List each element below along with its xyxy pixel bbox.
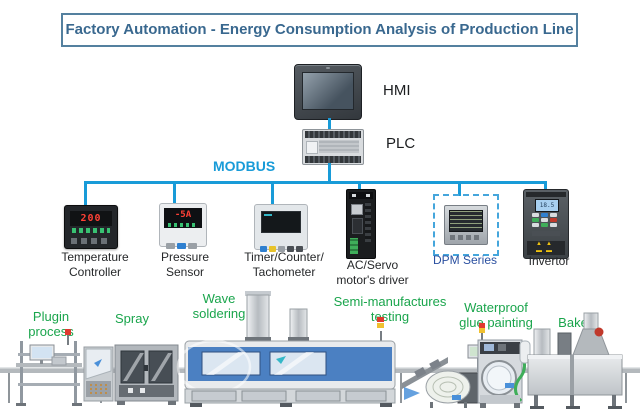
- hmi-camera-dot: [326, 67, 330, 69]
- bus-drop-dpm: [458, 181, 461, 196]
- diagram-title: Factory Automation - Energy Consumption …: [61, 13, 578, 47]
- plc-bus-line: [328, 163, 331, 183]
- plugin-process-machine: [16, 329, 82, 406]
- temperature-controller-device: 200: [64, 205, 118, 249]
- invertor-device: 18.5 ▲▲▬▬: [523, 189, 569, 259]
- servo-port: [352, 218, 363, 234]
- plc-terminal-bottom: [305, 156, 361, 163]
- servo-driver-device: [346, 189, 376, 259]
- dpm-device: [444, 205, 488, 245]
- pressure-sensor-device: -5A: [159, 203, 207, 249]
- waterproof-glue-painting-machine: [477, 323, 531, 408]
- plc-body: [319, 140, 359, 153]
- dpm-buttons: [450, 235, 480, 240]
- invertor-logo: [532, 231, 560, 236]
- station-label-wave-soldering: Wave soldering: [192, 291, 246, 321]
- station-label-bake: Bake: [558, 315, 588, 330]
- invertor-vent: ▲▲▬▬: [527, 241, 565, 255]
- servo-driver-label: AC/Servo motor's driver: [336, 258, 409, 287]
- bake-machine: [527, 312, 623, 409]
- temperature-buttons: [71, 238, 111, 244]
- timer-counter-label: Timer/Counter/ Tachometer: [244, 250, 324, 279]
- timer-buttons: [260, 239, 305, 252]
- dpm-display: [449, 210, 483, 232]
- plc-device: [302, 129, 364, 165]
- pressure-buttons: [166, 236, 200, 249]
- hmi-label: HMI: [383, 82, 411, 99]
- servo-top-cap: [349, 192, 373, 199]
- servo-vent-slots: [365, 202, 371, 242]
- pressure-sensor-label: Pressure Sensor: [160, 250, 210, 279]
- bus-drop-servo: [358, 181, 361, 191]
- servo-terminal: [350, 238, 358, 254]
- temperature-display: 200: [70, 211, 112, 226]
- hmi-device: [294, 64, 362, 120]
- spray-machine-a: [83, 346, 114, 402]
- timer-display: [261, 211, 301, 233]
- temperature-controller-label: Temperature Controller: [61, 250, 129, 279]
- hmi-screen: [302, 72, 354, 110]
- servo-connector: [351, 204, 363, 215]
- invertor-keypad: [532, 213, 560, 229]
- station-label-plugin-process: Plugin process: [28, 309, 74, 339]
- station-label-waterproof-glue-painting: Waterproof glue painting: [459, 300, 533, 330]
- dpm-highlight-box: [433, 194, 499, 256]
- bus-drop-timer: [271, 181, 274, 204]
- timer-counter-device: [254, 204, 308, 252]
- modbus-bus-line: [84, 181, 547, 184]
- modbus-label: MODBUS: [213, 158, 276, 174]
- dpm-series-label: DPM Series: [432, 253, 497, 267]
- production-line-illustration: [0, 291, 640, 409]
- spray-machine-b: [114, 344, 179, 405]
- invertor-lcd: 18.5: [535, 199, 559, 212]
- plc-terminal-top: [305, 131, 361, 138]
- bus-drop-invertor: [544, 181, 547, 190]
- temperature-subdisplay: [72, 228, 110, 233]
- plc-label: PLC: [386, 135, 416, 152]
- hmi-plc-line: [328, 118, 331, 130]
- invertor-label: Invertor: [528, 254, 570, 268]
- bus-drop-temperature: [84, 181, 87, 205]
- plc-label-plate: [306, 141, 318, 154]
- station-label-spray: Spray: [115, 311, 149, 326]
- bus-drop-pressure: [173, 181, 176, 203]
- pressure-subdisplay: [168, 223, 196, 227]
- semi-manufactures-testing-machine: [402, 344, 489, 408]
- wave-soldering-machine: [176, 291, 396, 407]
- invertor-top-strip: [526, 192, 566, 197]
